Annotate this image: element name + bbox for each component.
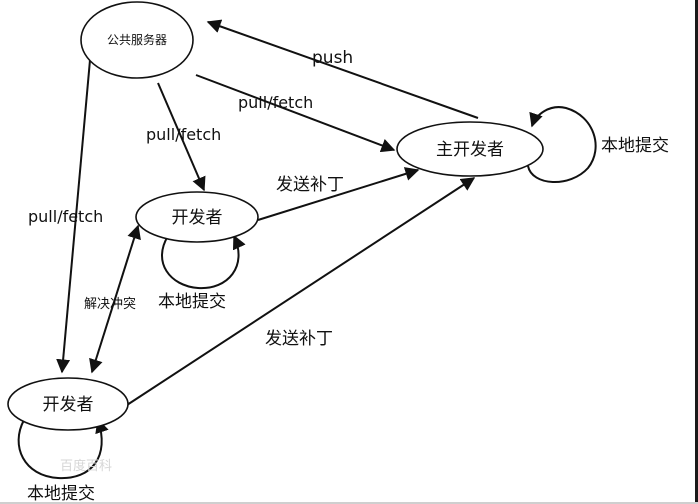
developer-middle-node — [135, 191, 259, 243]
pull-fetch-to-dev-bottom-label: pull/fetch — [28, 207, 103, 226]
local-commit-middle-loop — [161, 234, 246, 290]
pull-fetch-to-dev-bottom-arrow — [56, 59, 91, 374]
local-commit-middle-label: 本地提交 — [158, 292, 226, 312]
local-commit-bottom-label: 本地提交 — [27, 484, 95, 504]
local-commit-bottom-loop — [17, 418, 109, 480]
push-arrow — [206, 19, 479, 119]
resolve-conflict-label: 解决冲突 — [84, 296, 136, 312]
send-patch-middle-label: 发送补丁 — [276, 175, 344, 195]
bottom-border — [0, 502, 698, 504]
resolve-conflict-arrow — [89, 224, 141, 374]
developer-bottom-node — [7, 377, 129, 431]
send-patch-bottom-label: 发送补丁 — [265, 329, 333, 349]
pull-fetch-to-main-arrow — [195, 74, 396, 153]
send-patch-bottom-arrow — [126, 177, 476, 406]
right-border — [695, 0, 698, 504]
developer-middle-label: 开发者 — [172, 208, 223, 228]
watermark: 百度百科 — [60, 458, 112, 474]
developer-bottom-label: 开发者 — [43, 395, 94, 415]
main-developer-node — [396, 121, 544, 177]
pull-fetch-to-dev-middle-arrow — [157, 82, 206, 192]
public-server-label: 公共服务器 — [107, 32, 167, 47]
pull-fetch-to-main-label: pull/fetch — [238, 93, 313, 112]
push-label: push — [312, 48, 353, 68]
public-server-node — [80, 1, 194, 79]
pull-fetch-to-dev-middle-label: pull/fetch — [146, 125, 221, 144]
send-patch-middle-arrow — [257, 167, 420, 221]
main-developer-label: 主开发者 — [436, 140, 504, 160]
local-commit-main-label: 本地提交 — [601, 136, 669, 156]
local-commit-main-loop — [527, 106, 597, 183]
